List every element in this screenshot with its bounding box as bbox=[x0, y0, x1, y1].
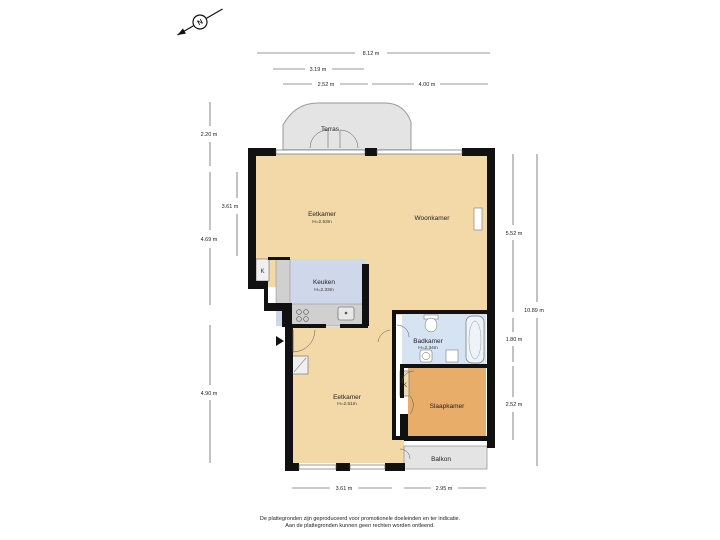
dimension-left-lower: 4.90 m bbox=[201, 325, 218, 463]
room-label-balkon: Balkon bbox=[431, 456, 451, 463]
walls bbox=[248, 148, 495, 471]
dimension-label: 4.90 m bbox=[201, 391, 218, 397]
dimension-label: 1.80 m bbox=[506, 337, 523, 343]
entrance-arrow-icon bbox=[276, 336, 284, 346]
dimension-label: 5.52 m bbox=[506, 231, 523, 237]
room-label-keuken: Keuken bbox=[313, 279, 335, 286]
dimension-label: 10.89 m bbox=[524, 308, 544, 314]
dimension-left-inner: 3.61 m bbox=[222, 172, 239, 256]
interior-doors bbox=[377, 324, 415, 460]
washbasin-icon bbox=[419, 349, 433, 363]
room-label-terras: Terras bbox=[321, 126, 340, 133]
dimension-right-bed: 2.52 m bbox=[506, 366, 523, 440]
dimension-label: 8.12 m bbox=[363, 51, 380, 57]
room-label-eetkamer-top: Eetkamer bbox=[308, 211, 337, 218]
dimension-label: 2.52 m bbox=[318, 82, 335, 88]
dimension-bottom-left: 3.61 m bbox=[292, 486, 392, 492]
toilet-icon bbox=[423, 314, 439, 333]
dimension-top-right: 4.00 m bbox=[372, 82, 488, 88]
terrace-area bbox=[282, 102, 412, 151]
dimension-label: 3.61 m bbox=[336, 486, 353, 492]
dimension-label: 2.52 m bbox=[506, 402, 523, 408]
dimension-top-total: 8.12 m bbox=[257, 51, 490, 57]
room-height-badkamer: H=2.34m bbox=[418, 345, 438, 351]
dimension-label: 3.61 m bbox=[222, 204, 239, 210]
dimension-right-bath: 1.80 m bbox=[506, 318, 523, 362]
dimension-label: 2.20 m bbox=[201, 132, 218, 138]
compass-letter: N bbox=[197, 19, 205, 28]
room-label-woonkamer: Woonkamer bbox=[415, 215, 451, 222]
room-height-eetkamer-top: H=2.53m bbox=[312, 219, 332, 225]
north-arrow-icon: N bbox=[177, 8, 223, 36]
dimension-label: 4.00 m bbox=[419, 82, 436, 88]
dimension-right-total: 10.89 m bbox=[524, 154, 544, 466]
kitchen-counter bbox=[275, 258, 291, 307]
floor-fill bbox=[256, 154, 488, 463]
dimension-top-left: 2.52 m bbox=[283, 82, 368, 88]
dimension-bottom-right: 2.95 m bbox=[404, 486, 486, 492]
washing-machine-icon bbox=[445, 349, 459, 363]
dimension-right-upper: 5.52 m bbox=[506, 154, 523, 312]
room-label-eetkamer-bottom: Eetkamer bbox=[333, 394, 362, 401]
bedroom-area bbox=[408, 368, 486, 439]
room-label-badkamer: Badkamer bbox=[413, 338, 443, 345]
kitchen-counter bbox=[289, 303, 367, 327]
dimension-top-mid: 3.19 m bbox=[273, 67, 364, 73]
terrace-door bbox=[309, 129, 359, 149]
room-label-slaapkamer: Slaapkamer bbox=[430, 403, 466, 410]
sink-drain-icon bbox=[344, 311, 348, 315]
disclaimer-line-2: Aan de plattegronden kunnen geen rechten… bbox=[285, 523, 435, 529]
dimension-left-terrace: 2.20 m bbox=[201, 102, 218, 166]
radiator-icon bbox=[473, 207, 483, 231]
balcony-area bbox=[403, 445, 488, 470]
room-label-k-kitchen: K bbox=[260, 269, 264, 275]
dimension-label: 3.19 m bbox=[310, 67, 327, 73]
room-height-eetkamer-bottom: H=2.51m bbox=[337, 401, 357, 407]
room-height-keuken: H=2.33m bbox=[314, 287, 334, 293]
room-label-k-bed: K bbox=[403, 383, 407, 389]
disclaimer-line-1: De plattegronden zijn geproduceerd voor … bbox=[259, 516, 461, 522]
stove-icon bbox=[296, 309, 309, 322]
dimension-left-upper: 4.69 m bbox=[201, 172, 218, 305]
bathtub-icon bbox=[465, 315, 485, 364]
entrance-door bbox=[292, 329, 316, 353]
windows bbox=[275, 149, 463, 470]
dimension-label: 4.69 m bbox=[201, 237, 218, 243]
dimension-label: 2.95 m bbox=[436, 486, 453, 492]
